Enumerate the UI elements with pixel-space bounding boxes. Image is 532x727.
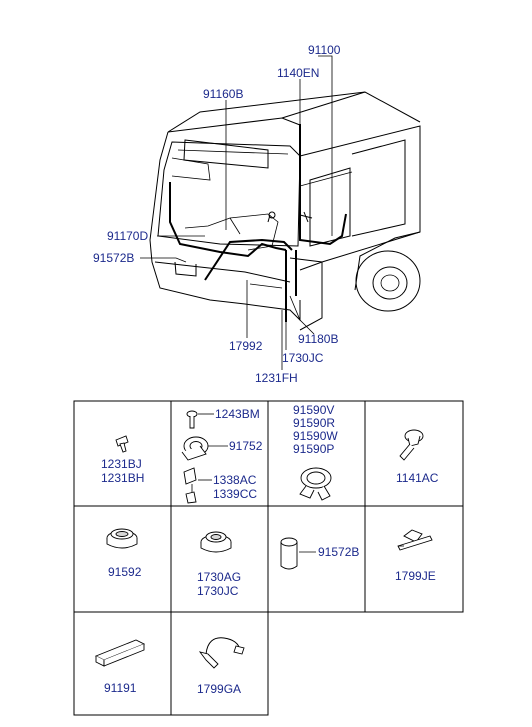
callout-1730jc: 1730JC xyxy=(282,351,324,365)
bus-illustration xyxy=(149,91,421,331)
cable-tie-1799ga-icon xyxy=(198,637,245,669)
callout-91180b: 91180B xyxy=(298,332,338,346)
part-label-91590v: 91590V xyxy=(293,403,334,417)
part-label-1231bj: 1231BJ xyxy=(101,457,142,471)
part-label-91592: 91592 xyxy=(108,565,142,579)
callout-1231fh: 1231FH xyxy=(255,371,298,385)
part-label-1339cc: 1339CC xyxy=(213,487,257,501)
tube-91572b-icon xyxy=(280,537,298,570)
protector-91191-icon xyxy=(94,639,146,667)
clamp-ring-icon xyxy=(299,467,332,501)
part-label-1730jc: 1730JC xyxy=(197,584,239,598)
part-label-1338ac: 1338AC xyxy=(213,473,257,487)
part-label-91590p: 91590P xyxy=(293,442,334,456)
callout-17992: 17992 xyxy=(229,339,263,353)
part-label-1243bm: 1243BM xyxy=(215,407,260,421)
bolt-1231bj-icon xyxy=(115,435,129,453)
part-label-91590r: 91590R xyxy=(293,416,335,430)
callout-91100: 91100 xyxy=(308,43,341,57)
parts-table xyxy=(73,400,464,716)
grommet-91592-icon xyxy=(106,528,138,549)
callout-1140en: 1140EN xyxy=(277,66,319,80)
cable-tie-1799je-icon xyxy=(397,529,433,551)
part-label-1141ac: 1141AC xyxy=(396,471,439,485)
leader-lines xyxy=(140,55,333,370)
part-label-91572b: 91572B xyxy=(318,545,359,559)
callout-91170d: 91170D xyxy=(107,229,148,243)
callout-91160b: 91160B xyxy=(203,87,243,101)
part-label-1799je: 1799JE xyxy=(395,569,436,583)
part-label-91191: 91191 xyxy=(104,681,137,695)
part-label-91590w: 91590W xyxy=(293,429,338,443)
part-label-1231bh: 1231BH xyxy=(101,471,144,485)
part-label-1730ag: 1730AG xyxy=(197,570,241,584)
bolt-1141ac-icon xyxy=(399,429,424,461)
clamp-assembly-icon xyxy=(181,410,209,504)
part-label-1799ga: 1799GA xyxy=(197,682,241,696)
callout-91572b: 91572B xyxy=(93,251,134,265)
part-label-91752: 91752 xyxy=(229,439,263,453)
grommet-1730ag-icon xyxy=(200,531,232,553)
